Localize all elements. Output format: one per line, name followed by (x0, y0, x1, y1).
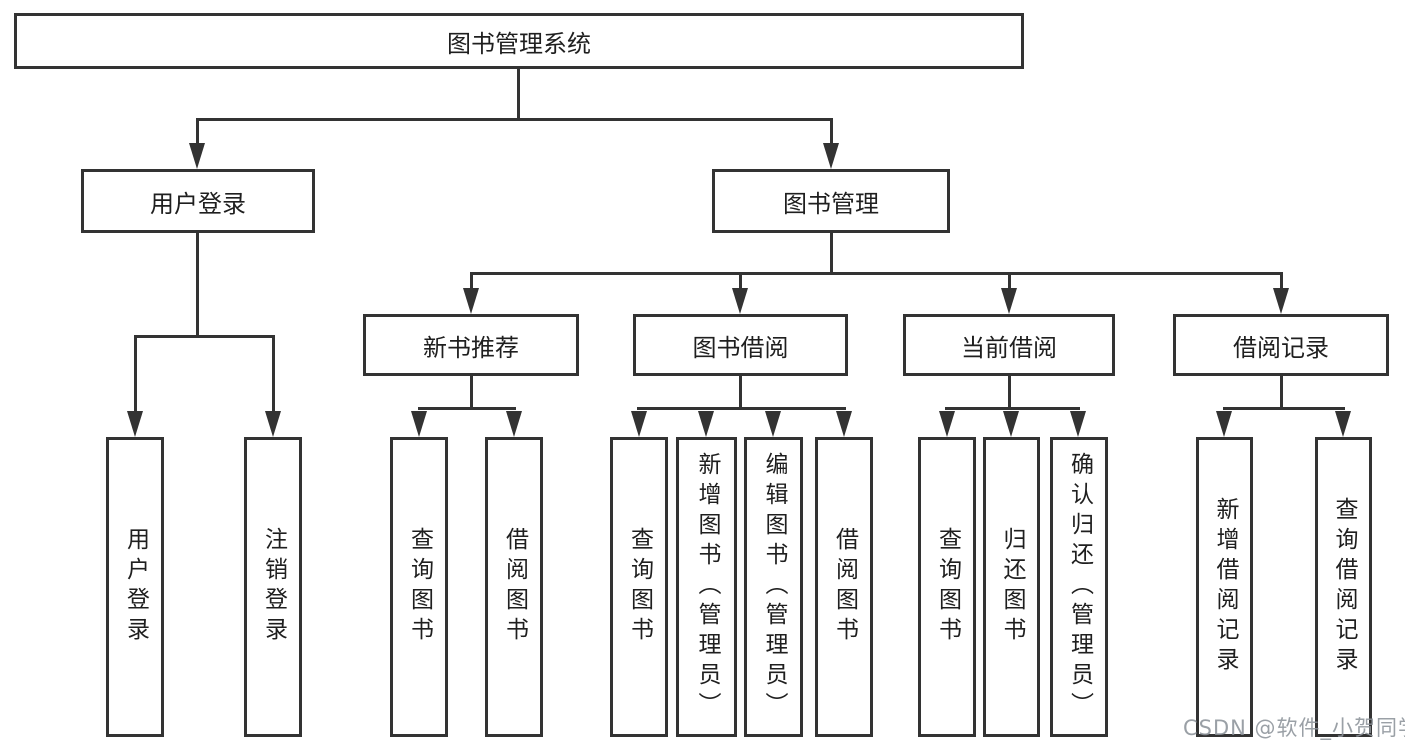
node-library-management-system: 图书管理系统 (14, 13, 1024, 69)
node-book-borrowing: 图书借阅 (633, 314, 848, 376)
node-book-management: 图书管理 (712, 169, 950, 233)
connector-vline (1008, 376, 1011, 410)
connector-vline (196, 118, 199, 146)
connector-vline (830, 118, 833, 146)
connector-hline (637, 407, 846, 410)
arrow-down-icon (939, 411, 955, 437)
node-query-borrow-record: 查询借阅记录 (1315, 437, 1372, 737)
connector-hline (470, 272, 1283, 275)
arrow-down-icon (1216, 411, 1232, 437)
arrow-down-icon (1003, 411, 1019, 437)
connector-vline (517, 69, 520, 120)
node-add-book-admin: 新增图书（管理员） (676, 437, 737, 737)
arrow-down-icon (823, 143, 839, 169)
node-query-books: 查询图书 (918, 437, 976, 737)
connector-vline (830, 233, 833, 274)
watermark: CSDN @软件_小贺同学 (1183, 716, 1405, 740)
connector-vline (1280, 272, 1283, 291)
arrow-down-icon (127, 411, 143, 437)
node-edit-book-admin: 编辑图书（管理员） (744, 437, 803, 737)
node-confirm-return-admin: 确认归还（管理员） (1050, 437, 1108, 737)
node-query-books: 查询图书 (610, 437, 668, 737)
node-borrow-books: 借阅图书 (485, 437, 543, 737)
connector-vline (1280, 376, 1283, 410)
connector-vline (470, 376, 473, 410)
arrow-down-icon (1335, 411, 1351, 437)
node-borrowing-records: 借阅记录 (1173, 314, 1389, 376)
node-add-borrow-record: 新增借阅记录 (1196, 437, 1253, 737)
arrow-down-icon (765, 411, 781, 437)
node-borrow-books: 借阅图书 (815, 437, 873, 737)
arrow-down-icon (1070, 411, 1086, 437)
node-user-login: 用户登录 (81, 169, 315, 233)
connector-hline (418, 407, 516, 410)
connector-vline (470, 272, 473, 291)
arrow-down-icon (463, 288, 479, 314)
connector-vline (134, 335, 137, 413)
node-new-book-recommendation: 新书推荐 (363, 314, 579, 376)
arrow-down-icon (411, 411, 427, 437)
arrow-down-icon (189, 143, 205, 169)
connector-hline (1223, 407, 1345, 410)
node-query-books: 查询图书 (390, 437, 448, 737)
arrow-down-icon (698, 411, 714, 437)
connector-hline (945, 407, 1080, 410)
arrow-down-icon (265, 411, 281, 437)
connector-vline (739, 272, 742, 291)
connector-vline (272, 335, 275, 413)
arrow-down-icon (1273, 288, 1289, 314)
arrow-down-icon (732, 288, 748, 314)
arrow-down-icon (506, 411, 522, 437)
arrow-down-icon (631, 411, 647, 437)
node-current-borrowing: 当前借阅 (903, 314, 1115, 376)
node-return-books: 归还图书 (983, 437, 1040, 737)
connector-vline (739, 376, 742, 410)
node-logout: 注销登录 (244, 437, 302, 737)
arrow-down-icon (836, 411, 852, 437)
node-user-login-leaf: 用户登录 (106, 437, 164, 737)
arrow-down-icon (1001, 288, 1017, 314)
connector-hline (134, 335, 275, 338)
connector-hline (196, 118, 833, 121)
connector-vline (196, 233, 199, 337)
connector-vline (1008, 272, 1011, 291)
